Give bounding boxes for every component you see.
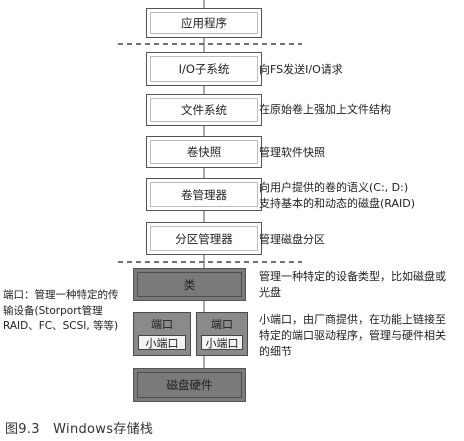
volume-manager-box: 卷管理器 xyxy=(146,178,262,211)
class-driver-label: 类 xyxy=(183,277,196,292)
miniport-box-right: 小端口 xyxy=(201,335,243,350)
application-label: 应用程序 xyxy=(181,16,227,30)
volume-manager-label: 卷管理器 xyxy=(181,187,227,202)
miniport-desc-line3: 的细节 xyxy=(259,345,292,358)
io-subsystem-box: I/O子系统 xyxy=(146,52,262,86)
io-subsystem-desc: 向FS发送I/O请求 xyxy=(259,63,343,76)
file-system-desc: 在原始卷上强加上文件结构 xyxy=(259,103,391,116)
port-desc: 端口：管理一种特定的传输设备(Storport管理RAID、FC、SCSI, 等… xyxy=(3,289,119,332)
miniport-box-left: 小端口 xyxy=(138,335,186,350)
figure-caption: 图9.3 Windows存储栈 xyxy=(5,422,154,437)
disk-hardware-label: 磁盘硬件 xyxy=(166,378,213,392)
miniport-label-left: 小端口 xyxy=(145,336,179,350)
port-label-right: 端口 xyxy=(211,318,233,331)
partition-manager-desc: 管理磁盘分区 xyxy=(259,233,325,246)
partition-manager-label: 分区管理器 xyxy=(175,231,233,246)
file-system-box: 文件系统 xyxy=(146,94,262,126)
volume-snapshot-label: 卷快照 xyxy=(186,145,222,159)
io-subsystem-label: I/O子系统 xyxy=(178,62,230,76)
class-desc-line2: 光盘 xyxy=(259,286,281,299)
disk-hardware-box: 磁盘硬件 xyxy=(133,368,246,402)
class-driver-box: 类 xyxy=(133,268,246,301)
volume-manager-desc-line1: 向用户提供的卷的语义(C:, D:) xyxy=(259,181,409,194)
port-box-right: 端口 小端口 xyxy=(196,312,248,356)
volume-snapshot-box: 卷快照 xyxy=(146,136,262,168)
miniport-label-right: 小端口 xyxy=(205,336,239,350)
file-system-label: 文件系统 xyxy=(181,103,227,117)
partition-manager-box: 分区管理器 xyxy=(146,222,262,255)
port-label-left: 端口 xyxy=(151,318,173,331)
volume-snapshot-desc: 管理软件快照 xyxy=(259,146,325,159)
application-box: 应用程序 xyxy=(146,8,262,38)
miniport-desc-line1: 小端口，由厂商提供，在功能上链接至 xyxy=(259,313,446,326)
class-desc-line1: 管理一种特定的设备类型，比如磁盘或 xyxy=(259,270,446,283)
volume-manager-desc-line2: 支持基本的和动态的磁盘(RAID) xyxy=(259,197,416,210)
miniport-desc-line2: 特定的端口驱动程序，管理与硬件相关 xyxy=(259,329,446,342)
port-box-left: 端口 小端口 xyxy=(133,312,191,356)
